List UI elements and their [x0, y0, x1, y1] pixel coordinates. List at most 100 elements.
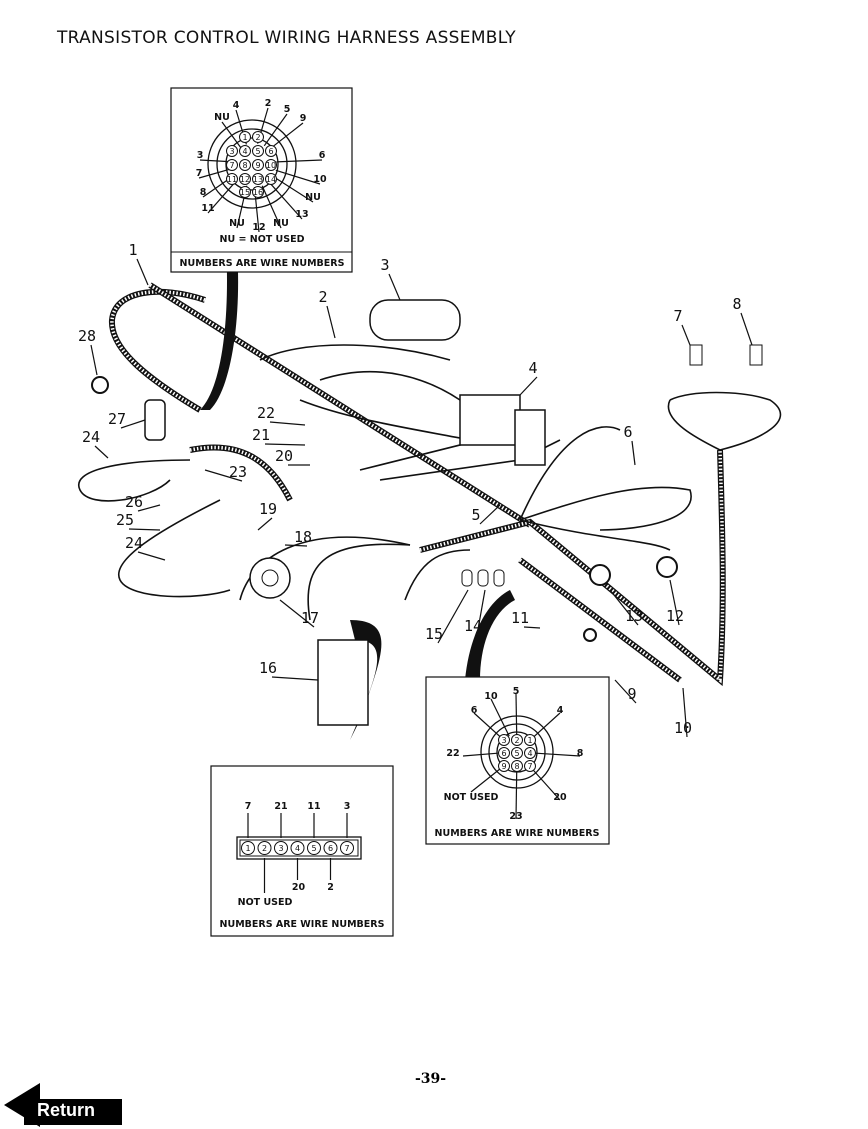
- leader-line: [284, 544, 308, 547]
- wire-label: 3: [197, 150, 204, 161]
- callout-25: 24: [125, 534, 143, 552]
- connector-pin: [340, 841, 354, 855]
- wire-label: 6: [319, 150, 326, 161]
- connector-pin: [239, 131, 251, 143]
- leader-line: [275, 169, 321, 185]
- leader-line: [523, 626, 541, 629]
- connector-pin: [274, 841, 288, 855]
- callout-18: 18: [294, 528, 312, 546]
- leader-line: [128, 528, 161, 531]
- wire-label: 13: [295, 209, 308, 220]
- callout-9: 9: [627, 685, 636, 703]
- callout-22: 22: [257, 404, 275, 422]
- connector-pin: [239, 186, 251, 198]
- callout-17: 17: [301, 609, 319, 627]
- callout-4: 4: [528, 359, 537, 377]
- connector-pin: [252, 131, 264, 143]
- callout-12: 12: [666, 607, 684, 625]
- wire-label: NU: [305, 192, 321, 203]
- pin-number: 1: [242, 133, 247, 142]
- leader-line: [90, 344, 98, 376]
- connector-pin: [498, 747, 510, 759]
- callout-26: 25: [116, 511, 134, 529]
- connector-pin: [307, 841, 321, 855]
- leader-line: [631, 440, 636, 466]
- leader-line: [529, 712, 561, 741]
- connector-pin: [265, 159, 277, 171]
- callout-23: 23: [229, 463, 247, 481]
- pin-number: 15: [240, 188, 250, 197]
- pin-number: 2: [514, 736, 519, 745]
- leader-line: [276, 159, 323, 163]
- pin-number: 8: [242, 161, 247, 170]
- connector-pin: [252, 145, 264, 157]
- callout-11: 11: [511, 609, 529, 627]
- leader-line: [264, 443, 306, 446]
- callout-20: 20: [275, 447, 293, 465]
- connector-pin: [498, 734, 510, 746]
- inset-note: NUMBERS ARE WIRE NUMBERS: [180, 258, 345, 269]
- callout-15: 15: [425, 625, 443, 643]
- leader-line: [669, 579, 680, 626]
- pin-number: 3: [229, 147, 234, 156]
- wire-label: NOT USED: [444, 792, 499, 803]
- leader-line: [388, 273, 401, 301]
- connector-pin: [239, 159, 251, 171]
- wire-label: NU: [273, 218, 289, 229]
- control-module: [317, 639, 369, 726]
- leader-line: [273, 176, 314, 203]
- inset-note: NUMBERS ARE WIRE NUMBERS: [220, 919, 385, 930]
- leader-line: [326, 305, 336, 339]
- pin-number: 13: [253, 175, 263, 184]
- connector-pin: [241, 841, 255, 855]
- connector-pin: [511, 747, 523, 759]
- connector-pin: [239, 173, 251, 185]
- pin-number: 14: [266, 175, 276, 184]
- wire-label: 3: [344, 801, 351, 812]
- wire-label: 8: [577, 748, 584, 759]
- connector-pin: [524, 760, 536, 772]
- connector-pin: [226, 159, 238, 171]
- return-button[interactable]: Return: [4, 1083, 122, 1127]
- inset-note: NUMBERS ARE WIRE NUMBERS: [435, 828, 600, 839]
- callout-27: 26: [125, 493, 143, 511]
- wire-label: 7: [196, 168, 203, 179]
- pin-number: 1: [245, 844, 250, 853]
- leader-line: [490, 698, 510, 737]
- callout-29: 28: [78, 327, 96, 345]
- connector-pin: [265, 145, 277, 157]
- wire-label: 9: [300, 113, 307, 124]
- connector-pin: [265, 173, 277, 185]
- wire-label: 5: [284, 104, 291, 115]
- leader-line: [519, 376, 538, 396]
- leader-line: [120, 419, 146, 429]
- page-title: TRANSISTOR CONTROL WIRING HARNESS ASSEMB…: [57, 28, 516, 48]
- pin-number: 2: [255, 133, 260, 142]
- callout-1: 1: [128, 241, 137, 259]
- pin-number: 3: [501, 736, 506, 745]
- callout-7: 7: [673, 307, 682, 325]
- leader-line: [204, 469, 243, 482]
- callout-8: 8: [732, 295, 741, 313]
- leader-line: [257, 517, 273, 531]
- wire-label: 2: [265, 98, 272, 109]
- leader-line: [473, 712, 505, 741]
- connector-pin: [290, 841, 305, 855]
- callout-28: 27: [108, 410, 126, 428]
- wire-label: 7: [245, 801, 252, 812]
- wire-label: 5: [513, 686, 520, 697]
- pin-number: 4: [527, 749, 532, 758]
- wire-label: 8: [200, 187, 207, 198]
- leader-line: [515, 693, 518, 735]
- pin-number: 11: [227, 175, 237, 184]
- leader-line: [263, 113, 288, 147]
- solenoid: [369, 299, 461, 341]
- leader-line: [94, 445, 109, 459]
- wire-label: 4: [557, 705, 564, 716]
- pin-number: 6: [501, 749, 506, 758]
- leader-line: [207, 180, 238, 214]
